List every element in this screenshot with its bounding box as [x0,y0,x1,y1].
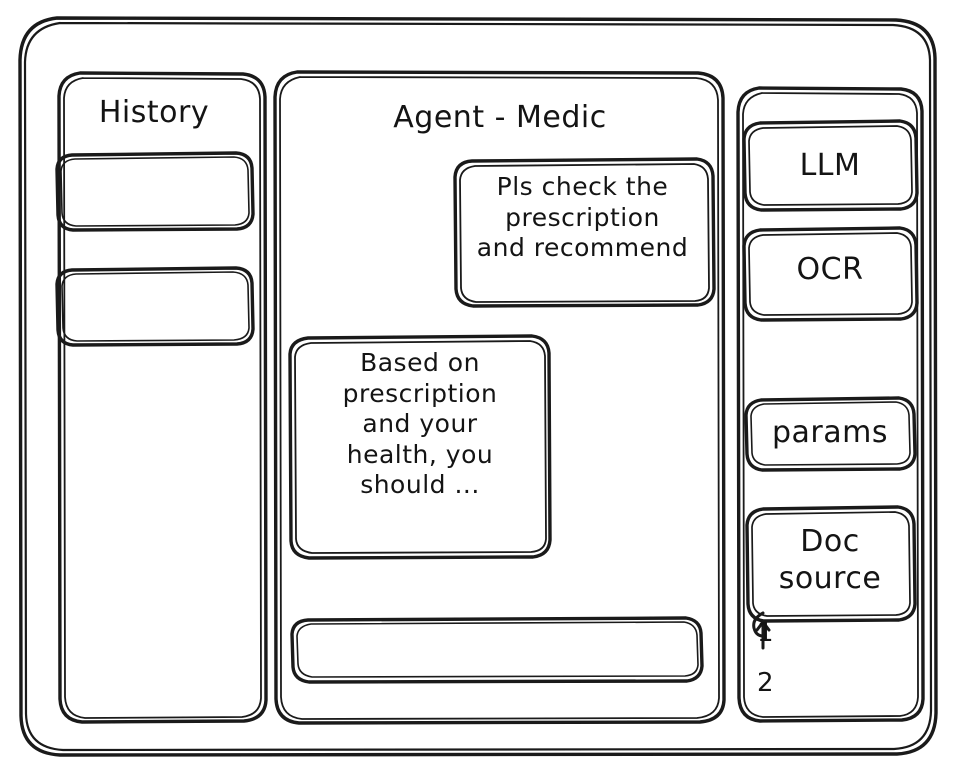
card-params[interactable] [746,398,915,470]
user-message-text: Pls check the prescription and recommend [476,172,689,262]
card-doc-source-label: Doc source [778,524,882,596]
history-panel-title: History [98,95,210,130]
history-entry-2[interactable] [57,268,253,345]
user-message-bubble [455,159,714,306]
card-ocr[interactable] [744,228,917,320]
page-title: Agent - Medic [393,100,607,135]
card-llm[interactable] [744,121,917,210]
doc-source-item-2[interactable]: 2 [757,668,775,698]
card-params-label: params [772,415,888,450]
agent-message-bubble [290,336,550,558]
card-ocr-label: OCR [796,252,864,287]
card-llm-label: LLM [799,148,861,183]
agent-message-text: Based on prescription and your health, y… [342,348,498,499]
history-entry-1[interactable] [57,153,253,230]
card-doc-source[interactable] [747,507,915,621]
doc-source-item-1[interactable]: 1 [757,618,775,648]
message-input[interactable] [292,618,702,682]
